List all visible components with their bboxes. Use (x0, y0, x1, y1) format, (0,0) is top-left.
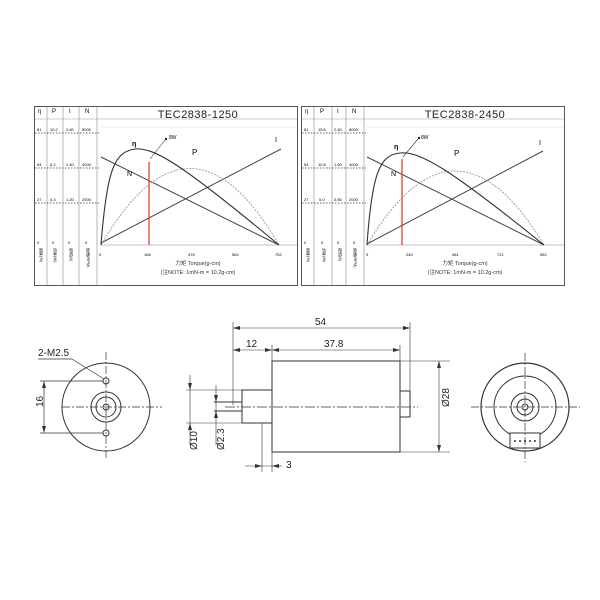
header-p: P (52, 109, 57, 115)
header-p: P (320, 109, 325, 115)
cell: 0 (353, 240, 356, 245)
cell: 4.3 (50, 197, 56, 202)
x-tick: 721 (497, 252, 504, 257)
curve-label-i: I (539, 140, 541, 147)
curve-label-eta: η (132, 141, 137, 148)
axis-label-n: 转速(RPM) (86, 248, 91, 268)
body-length-label: 37.8 (324, 339, 344, 350)
cell: 81 (37, 127, 42, 132)
curve-label-p: P (454, 149, 460, 158)
performance-chart-2450: TEC2838-2450 η P I N 81 15.6 2.40 8000 5… (301, 106, 565, 286)
axis-label-p: 功率(W) (53, 248, 58, 263)
x-tick: 481 (452, 252, 459, 257)
marker-label: 8W (169, 135, 177, 141)
curve-label-eta: η (394, 144, 399, 151)
chart-graphics (302, 107, 564, 285)
axis-label-i: 电流(A) (69, 248, 74, 262)
cell: 0 (68, 240, 71, 245)
cell: 2000 (349, 197, 358, 202)
overall-length-label: 54 (315, 317, 327, 328)
unit-note: (注NOTE: 1mN-m = 10.2g-cm) (160, 270, 236, 276)
cell: 1.60 (334, 162, 342, 167)
cell: 0.80 (334, 197, 342, 202)
cell: 6.2 (50, 162, 56, 167)
cell: 15.6 (318, 127, 326, 132)
curve-label-p: P (192, 148, 198, 157)
shaft-length-label: 12 (246, 339, 258, 350)
hole-spacing-label: 16 (35, 395, 46, 407)
cell: 54 (304, 162, 309, 167)
unit-note: (注NOTE: 1mN-m = 10.2g-cm) (427, 270, 503, 276)
header-eta: η (305, 109, 309, 115)
header-n: N (85, 109, 90, 115)
header-eta: η (38, 109, 42, 115)
x-tick: 376 (188, 252, 195, 257)
x-axis-label: 力矩 Torque(g-cm) (442, 261, 488, 267)
marker-label: 8W (421, 135, 429, 141)
cell: 1.40 (66, 162, 74, 167)
thread-label: 2-M2.5 (38, 348, 70, 359)
x-tick: 188 (144, 252, 151, 257)
axis-label-eta: 效率(%) (39, 248, 44, 263)
cell: 10.2 (50, 127, 58, 132)
chart-graphics (35, 107, 297, 285)
cell: 27 (304, 197, 309, 202)
cell: 0 (37, 240, 40, 245)
x-tick: 564 (232, 252, 239, 257)
cell: 4000 (349, 162, 358, 167)
axis-label-eta: 效率(%) (306, 248, 311, 263)
curve-label-n: N (391, 171, 397, 178)
cell: 2.60 (66, 127, 74, 132)
drawing-graphics: 2-M2.5 16 54 12 37.8 Ø28 Ø10 Ø2.3 3 (35, 317, 580, 472)
cell: 2000 (82, 197, 91, 202)
axis-label-p: 功率(W) (322, 248, 327, 263)
cell: 81 (304, 127, 309, 132)
shaft-diameter-label: Ø2.3 (216, 428, 227, 450)
cell: 0 (337, 240, 340, 245)
header-i: I (337, 109, 339, 115)
motor-dimension-drawing: 2-M2.5 16 54 12 37.8 Ø28 Ø10 Ø2.3 3 (0, 300, 600, 500)
cell: 0 (321, 240, 324, 245)
x-tick: 0 (99, 252, 102, 257)
x-axis-label: 力矩 Torque(g-cm) (175, 261, 221, 267)
cell: 8000 (82, 127, 91, 132)
performance-chart-1250: TEC2838-1250 η P I N 81 10.2 2.60 8000 5… (34, 106, 298, 286)
cell: 2.40 (334, 127, 342, 132)
x-tick: 0 (366, 252, 369, 257)
cell: 10.8 (318, 162, 326, 167)
axis-label-i: 电流(A) (338, 248, 343, 262)
chart-title: TEC2838-2450 (424, 109, 506, 121)
body-diameter-label: Ø28 (441, 388, 452, 407)
curve-label-i: I (275, 137, 277, 144)
x-tick: 752 (275, 252, 282, 257)
chart-title: TEC2838-1250 (157, 109, 239, 121)
x-tick: 962 (540, 252, 547, 257)
cell: 4000 (82, 162, 91, 167)
boss-length-label: 3 (286, 460, 292, 471)
cell: 0 (52, 240, 55, 245)
curve-label-n: N (127, 171, 133, 178)
cell: 0 (85, 240, 88, 245)
axis-label-n: 转速(RPM) (353, 248, 358, 268)
cell: 0 (304, 240, 307, 245)
x-tick: 240 (406, 252, 413, 257)
header-n: N (352, 109, 357, 115)
cell: 8000 (349, 127, 358, 132)
boss-diameter-label: Ø10 (189, 431, 200, 450)
cell: 54 (37, 162, 42, 167)
header-i: I (69, 109, 71, 115)
cell: 1.20 (66, 197, 74, 202)
cell: 27 (37, 197, 42, 202)
cell: 5.0 (319, 197, 325, 202)
